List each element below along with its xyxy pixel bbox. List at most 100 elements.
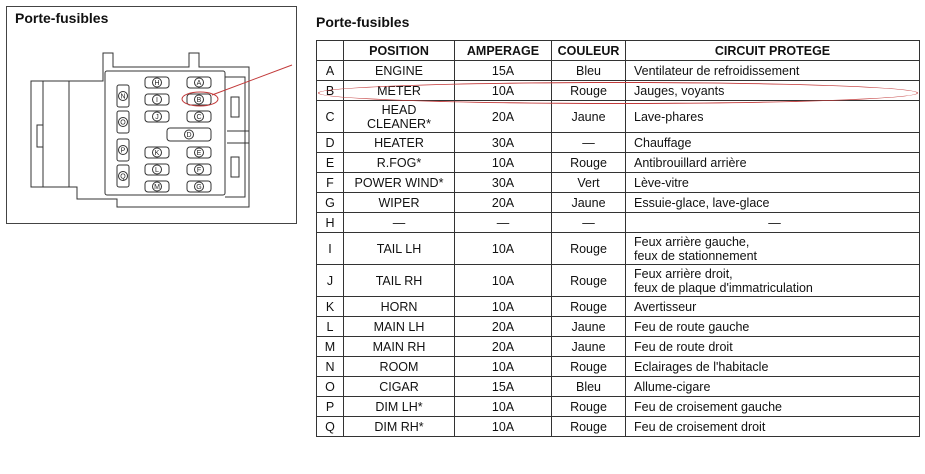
slot-letter: N: [120, 94, 125, 101]
slot-letter: J: [155, 114, 159, 121]
cell-amperage: 10A: [454, 356, 552, 377]
cell-position: ENGINE: [343, 60, 455, 81]
cell-couleur: Rouge: [551, 396, 626, 417]
cell-position: MAIN RH: [343, 336, 455, 357]
cell-couleur: Bleu: [551, 60, 626, 81]
cell-circuit: Feu de croisement droit: [625, 416, 920, 437]
cell-letter: E: [316, 152, 344, 173]
header-amperage: AMPERAGE: [454, 40, 552, 61]
cell-circuit: Antibrouillard arrière: [625, 152, 920, 173]
cell-amperage: 20A: [454, 336, 552, 357]
cell-circuit: Jauges, voyants: [625, 80, 920, 101]
cell-couleur: —: [551, 132, 626, 153]
cell-position: TAIL RH: [343, 264, 455, 297]
cell-circuit: Feux arrière gauche,feux de stationnemen…: [625, 232, 920, 265]
slot-letter: F: [197, 167, 201, 174]
diagram-title: Porte-fusibles: [15, 10, 109, 26]
cell-couleur: —: [551, 212, 626, 233]
circuit-line: Feu de croisement gauche: [634, 399, 783, 414]
cell-amperage: 30A: [454, 132, 552, 153]
cell-amperage: 10A: [454, 416, 552, 437]
circuit-line: Chauffage: [634, 135, 692, 150]
fuse-block: [104, 70, 226, 196]
cell-position: HEATER: [343, 132, 455, 153]
cell-letter: C: [316, 100, 344, 133]
cell-couleur: Rouge: [551, 296, 626, 317]
slot-letter: G: [196, 184, 201, 191]
circuit-line: Allume-cigare: [634, 379, 711, 394]
cell-position: WIPER: [343, 192, 455, 213]
cell-couleur: Bleu: [551, 376, 626, 397]
right-connector: [225, 76, 246, 198]
slot-letter: B: [197, 97, 202, 104]
cell-circuit: Feux arrière droit,feux de plaque d'imma…: [625, 264, 920, 297]
cell-couleur: Rouge: [551, 80, 626, 101]
cell-circuit: Ventilateur de refroidissement: [625, 60, 920, 81]
cell-amperage: —: [454, 212, 552, 233]
cell-position: CIGAR: [343, 376, 455, 397]
cell-position: METER: [343, 80, 455, 101]
cell-circuit: Chauffage: [625, 132, 920, 153]
cell-amperage: 20A: [454, 192, 552, 213]
circuit-line: Feu de route gauche: [634, 319, 750, 334]
cell-couleur: Jaune: [551, 100, 626, 133]
cell-position: HEAD CLEANER*: [343, 100, 455, 133]
header-letter: [316, 40, 344, 61]
cell-amperage: 20A: [454, 316, 552, 337]
header-position: POSITION: [343, 40, 455, 61]
cell-position: ROOM: [343, 356, 455, 377]
cell-position: —: [343, 212, 455, 233]
cell-letter: O: [316, 376, 344, 397]
cell-amperage: 10A: [454, 264, 552, 297]
fuse-box-housing: [30, 52, 250, 208]
cell-letter: F: [316, 172, 344, 193]
cell-circuit: Lave-phares: [625, 100, 920, 133]
cell-letter: A: [316, 60, 344, 81]
circuit-line: feux de stationnement: [634, 248, 757, 263]
cell-circuit: Feu de croisement gauche: [625, 396, 920, 417]
cell-circuit: Essuie-glace, lave-glace: [625, 192, 920, 213]
cell-amperage: 15A: [454, 60, 552, 81]
cell-amperage: 20A: [454, 100, 552, 133]
fuse-b-marker: [181, 91, 219, 107]
fuse-slots: [116, 76, 212, 193]
cell-circuit: Feu de route droit: [625, 336, 920, 357]
circuit-line: Eclairages de l'habitacle: [634, 359, 769, 374]
cell-circuit: Feu de route gauche: [625, 316, 920, 337]
fuse-table: POSITION AMPERAGE COULEUR CIRCUIT PROTEG…: [316, 40, 920, 437]
cell-letter: I: [316, 232, 344, 265]
cell-couleur: Vert: [551, 172, 626, 193]
cell-circuit: Allume-cigare: [625, 376, 920, 397]
fuse-box-diagram-panel: Porte-fusibles: [6, 6, 297, 224]
slot-letter: C: [196, 114, 201, 121]
cell-couleur: Jaune: [551, 192, 626, 213]
table-title: Porte-fusibles: [316, 14, 410, 30]
slot-letters: H A N I B O J C D P K E Q L F M G: [120, 80, 201, 191]
marker-pointer-line: [211, 64, 293, 96]
cell-couleur: Jaune: [551, 336, 626, 357]
table-row: H————: [316, 212, 920, 233]
slot-letter: K: [155, 150, 160, 157]
cell-letter: B: [316, 80, 344, 101]
slot-letter-circles: [118, 77, 204, 192]
left-connector: [31, 80, 70, 188]
cell-amperage: 30A: [454, 172, 552, 193]
header-circuit: CIRCUIT PROTEGE: [625, 40, 920, 61]
circuit-line: Lève-vitre: [634, 175, 689, 190]
cell-letter: L: [316, 316, 344, 337]
slot-letter: O: [120, 120, 126, 127]
cell-position: DIM LH*: [343, 396, 455, 417]
cell-position: MAIN LH: [343, 316, 455, 337]
